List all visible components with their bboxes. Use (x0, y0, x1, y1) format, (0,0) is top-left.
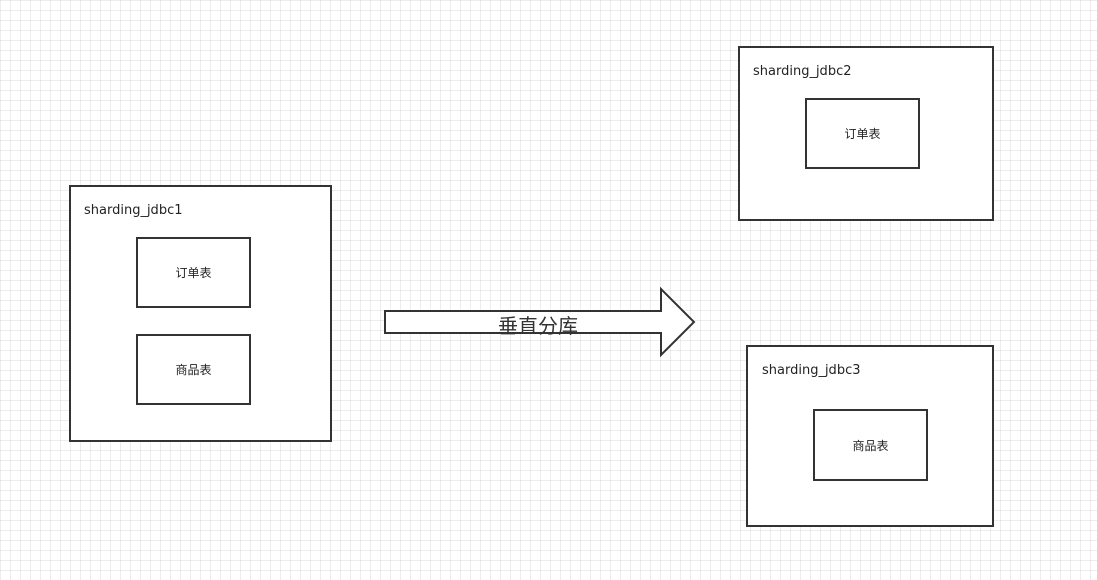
database-label: sharding_jdbc3 (762, 363, 861, 378)
database-label: sharding_jdbc2 (753, 64, 852, 79)
table-orders: 订单表 (136, 237, 251, 308)
database-sharding-jdbc1: sharding_jdbc1 订单表 商品表 (69, 185, 332, 442)
table-orders: 订单表 (805, 98, 920, 169)
right-arrow-icon (384, 286, 696, 358)
database-label: sharding_jdbc1 (84, 203, 183, 218)
table-products: 商品表 (813, 409, 928, 481)
database-sharding-jdbc3: sharding_jdbc3 商品表 (746, 345, 994, 527)
database-sharding-jdbc2: sharding_jdbc2 订单表 (738, 46, 994, 221)
arrow-label: 垂直分库 (498, 314, 578, 338)
table-products: 商品表 (136, 334, 251, 405)
